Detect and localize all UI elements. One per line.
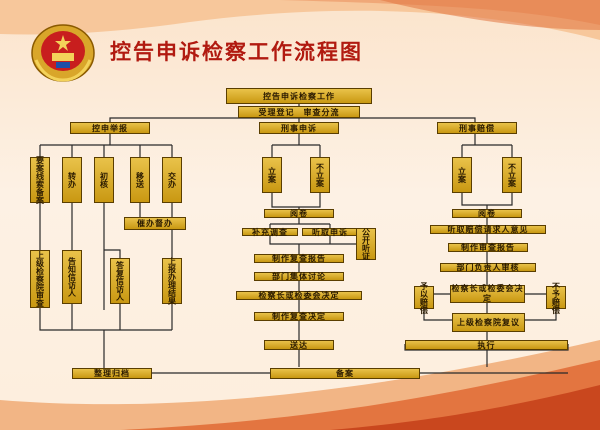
- node-m-hearing: 公开听证: [356, 228, 376, 260]
- node-r-nopay: 不予赔偿: [546, 282, 566, 314]
- branch-left-header: 控申举报: [70, 122, 150, 134]
- bottom-swoosh-decoration: [0, 340, 600, 430]
- node-r-pay: 予以赔偿: [414, 282, 434, 314]
- node-r-review: 阅卷: [452, 209, 522, 218]
- node-l-clues: 要案线索备案: [30, 156, 50, 204]
- node-l-transfer1: 转办: [62, 157, 82, 203]
- node-r-decide: 检察长或检委会决定: [450, 284, 525, 303]
- node-m-investigate: 补充调查: [242, 228, 298, 237]
- node-l-handover: 交办: [162, 157, 182, 203]
- node-m-listen: 听取申诉: [302, 228, 358, 237]
- node-m-report: 制作复查报告: [254, 254, 344, 263]
- top-swoosh-decoration: [0, 0, 600, 40]
- procuratorate-emblem-icon: [31, 24, 95, 82]
- node-r-superior: 上级检察院复议: [452, 313, 525, 332]
- node-m-nofile: 不立案: [310, 157, 330, 193]
- node-m-deliver: 送达: [264, 340, 334, 350]
- node-r-file: 立案: [452, 157, 472, 193]
- branch-right-header: 刑事赔偿: [437, 122, 517, 134]
- node-archive: 整理归档: [72, 368, 152, 379]
- node-r-nofile: 不立案: [502, 157, 522, 193]
- node-m-discuss: 部门集体讨论: [254, 272, 344, 281]
- node-m-decision: 制作复查决定: [254, 312, 344, 321]
- node-m-file: 立案: [262, 157, 282, 193]
- node-m-review: 阅卷: [264, 209, 334, 218]
- node-l-transfer2: 移送: [130, 157, 150, 203]
- node-l-report: 上报办理结果: [162, 257, 182, 305]
- node-l-reply: 答复信访人: [110, 258, 130, 304]
- node-top: 控告申诉检察工作: [226, 88, 372, 104]
- node-register: 受理登记 审查分流: [238, 106, 360, 118]
- node-record: 备案: [270, 368, 420, 379]
- node-r-approve: 部门负责人审核: [440, 263, 536, 272]
- node-m-decide: 检察长或检委会决定: [236, 291, 362, 300]
- node-l-superior: 上级检察院审查: [30, 250, 50, 308]
- branch-mid-header: 刑事申诉: [259, 122, 339, 134]
- node-r-opinion: 听取赔偿请求人意见: [430, 225, 546, 234]
- node-l-initial: 初核: [94, 157, 114, 203]
- node-l-inform: 告知信访人: [62, 250, 82, 304]
- node-l-supervise: 催办督办: [124, 217, 186, 230]
- node-r-report: 制作审查报告: [448, 243, 528, 252]
- page-title: 控告申诉检察工作流程图: [110, 39, 363, 64]
- node-r-execute: 执行: [405, 340, 568, 350]
